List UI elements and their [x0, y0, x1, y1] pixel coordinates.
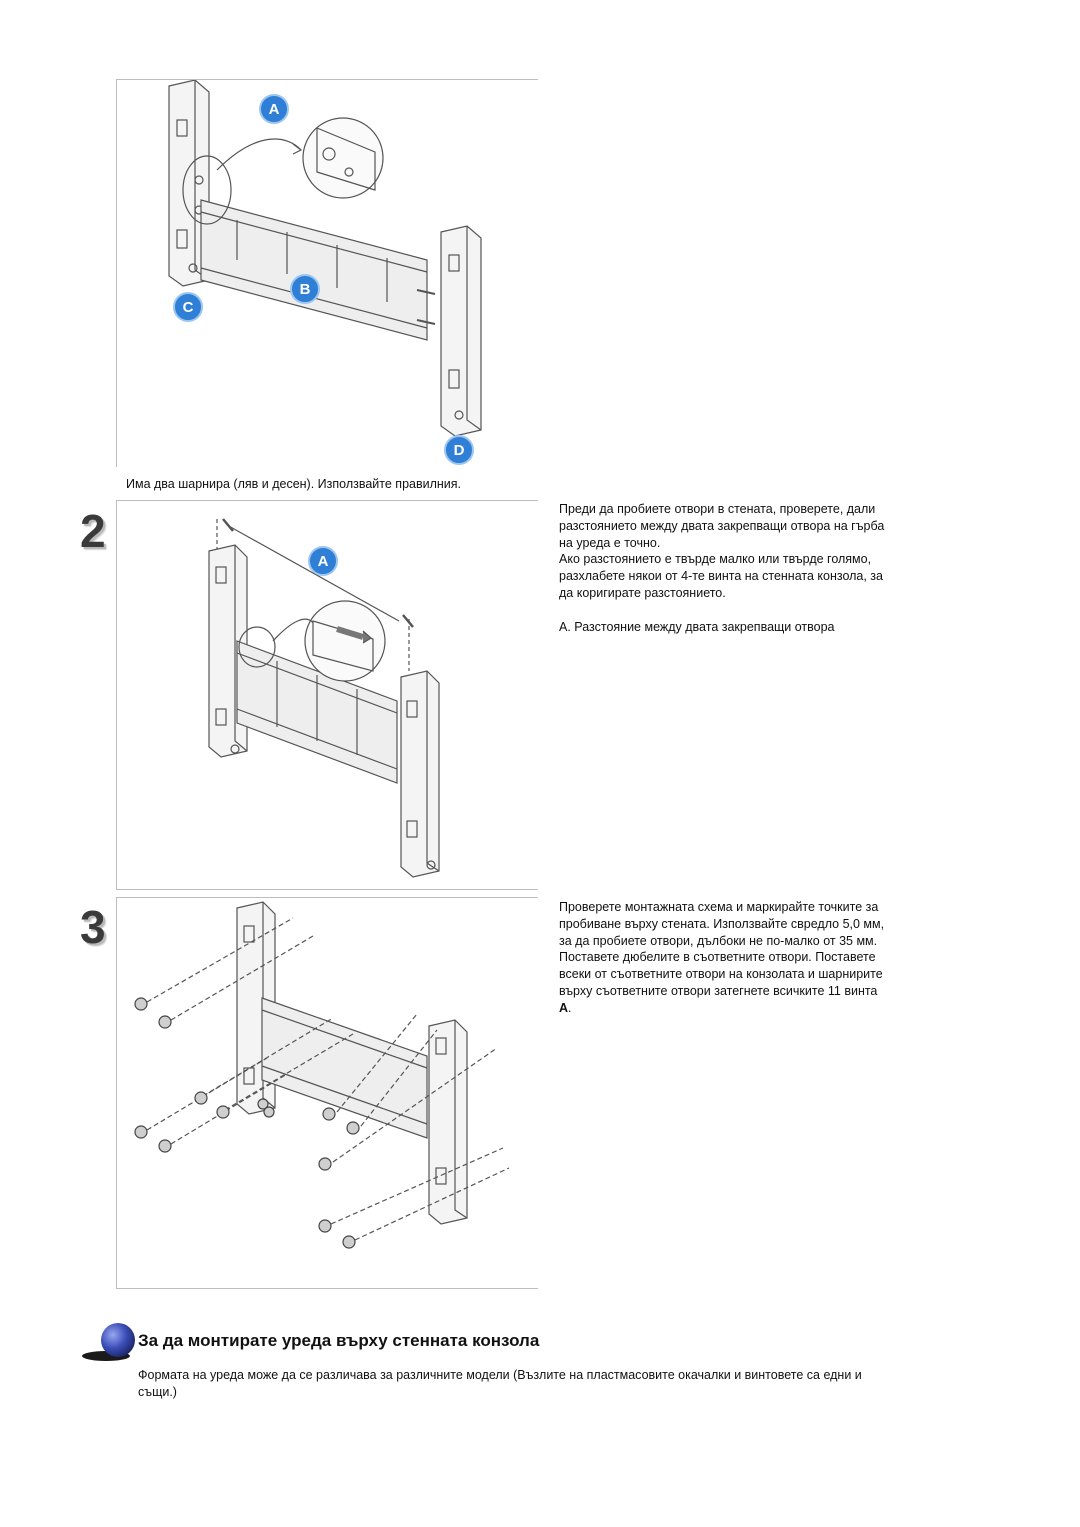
step-3-period: . — [568, 1000, 572, 1015]
svg-text:A: A — [318, 553, 329, 570]
figure-step-2: A — [116, 500, 538, 890]
step-3-paragraph: Проверете монтажната схема и маркирайте … — [559, 900, 885, 998]
section-body: Формата на уреда може да се различава за… — [138, 1368, 862, 1399]
badge-a: A — [259, 94, 289, 124]
figure-hinges: A B C D — [116, 79, 538, 467]
figure-caption: Има два шарнира (ляв и десен). Използвай… — [126, 477, 462, 491]
badge-c: C — [173, 292, 203, 322]
section-sphere-icon — [80, 1318, 140, 1364]
step-2-paragraph-1: Преди да пробиете отвори в стената, пров… — [559, 502, 885, 550]
step-3-text: Проверете монтажната схема и маркирайте … — [559, 899, 889, 1017]
step-3-bold-label: A — [559, 1000, 569, 1015]
svg-text:A: A — [269, 101, 280, 118]
step-2-paragraph-2: Ако разстоянието е твърде малко или твър… — [559, 552, 883, 600]
step-number-3: 3 — [80, 901, 106, 953]
screws-illustration — [134, 901, 510, 1249]
badge-a: A — [308, 546, 338, 576]
distance-illustration: A — [208, 518, 440, 878]
badge-d: D — [444, 435, 474, 465]
badge-b: B — [290, 274, 320, 304]
section-heading: За да монтирате уреда върху стенната кон… — [138, 1331, 540, 1350]
step-number-2: 2 — [80, 505, 106, 557]
figure-step-3 — [116, 897, 538, 1289]
svg-text:D: D — [454, 442, 465, 459]
hinge-illustration: A B C D — [168, 80, 482, 465]
step-2-text: Преди да пробиете отвори в стената, пров… — [559, 501, 889, 636]
svg-text:B: B — [300, 281, 311, 298]
step-2-paragraph-3: A. Разстояние между двата закрепващи отв… — [559, 619, 835, 634]
svg-text:C: C — [183, 299, 194, 316]
